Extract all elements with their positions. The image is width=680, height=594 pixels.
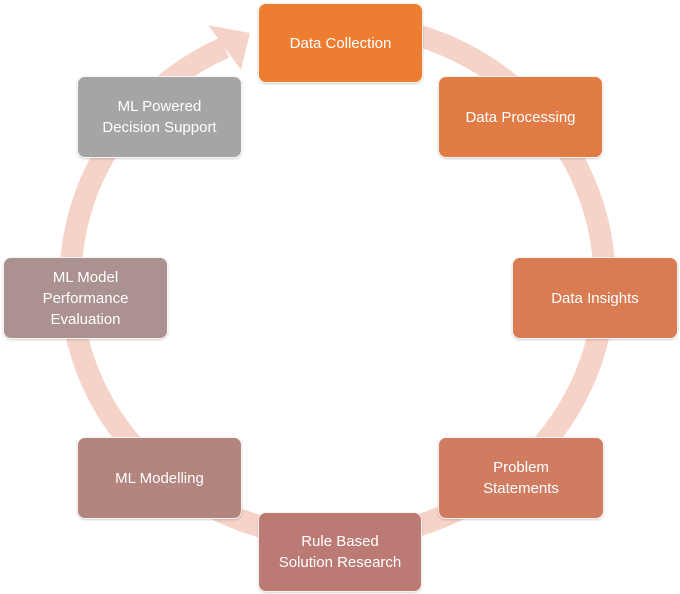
node-data-insights: Data Insights [512,257,678,339]
node-ml-modelling: ML Modelling [77,437,242,519]
cycle-arrowhead [208,25,250,70]
node-ml-model-performance-evaluation: ML Model Performance Evaluation [3,257,168,339]
node-data-processing: Data Processing [438,76,603,158]
node-ml-powered-decision-support: ML Powered Decision Support [77,76,242,158]
node-problem-statements: Problem Statements [438,437,604,519]
node-data-collection: Data Collection [258,3,423,83]
node-rule-based-solution-research: Rule Based Solution Research [258,512,422,592]
